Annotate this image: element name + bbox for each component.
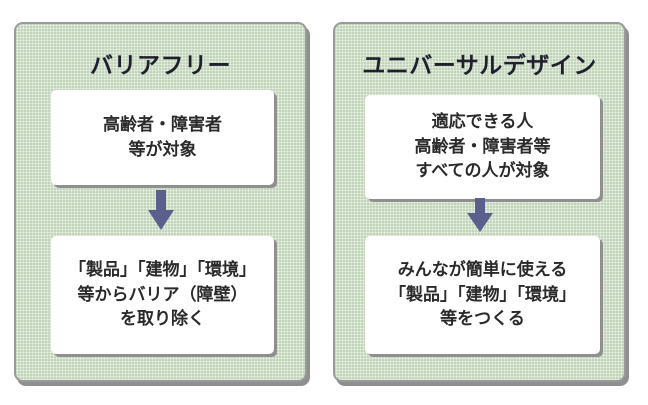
universal-design-action-box: みんなが簡単に使える 「製品」「建物」「環境」 等をつくる: [365, 236, 600, 354]
universal-design-action-line-1: みんなが簡単に使える: [397, 260, 568, 281]
barrier-free-panel: バリアフリー 高齢者・障害者 等が対象 「製品」「建物」「環境」 等からバリア（…: [14, 22, 307, 382]
universal-design-action-line-2: 「製品」「建物」「環境」: [389, 284, 576, 305]
universal-design-title: ユニバーサルデザイン: [362, 53, 597, 79]
barrier-free-target-line-1: 高齢者・障害者: [103, 114, 222, 135]
barrier-free-title: バリアフリー: [90, 53, 231, 79]
barrier-free-target-box: 高齢者・障害者 等が対象: [51, 90, 274, 185]
barrier-free-action-line-1: 「製品」「建物」「環境」: [69, 260, 256, 281]
barrier-free-action-line-2: 等からバリア（障壁）: [77, 284, 248, 305]
universal-design-target-line-1: 適応できる人: [431, 112, 534, 133]
universal-design-panel: ユニバーサルデザイン 適応できる人 高齢者・障害者等 すべての人が対象 みんなが…: [333, 22, 626, 382]
barrier-free-action-line-3: を取り除く: [120, 309, 205, 330]
barrier-free-target-line-2: 等が対象: [128, 139, 197, 160]
barrier-free-action-box: 「製品」「建物」「環境」 等からバリア（障壁） を取り除く: [51, 236, 274, 354]
universal-design-target-line-2: 高齢者・障害者等: [414, 136, 551, 157]
down-arrow-icon: [466, 198, 493, 232]
universal-design-target-box: 適応できる人 高齢者・障害者等 すべての人が対象: [365, 95, 600, 199]
universal-design-target-line-3: すべての人が対象: [415, 161, 550, 182]
down-arrow-icon: [147, 190, 174, 230]
universal-design-action-line-3: 等をつくる: [440, 309, 525, 330]
